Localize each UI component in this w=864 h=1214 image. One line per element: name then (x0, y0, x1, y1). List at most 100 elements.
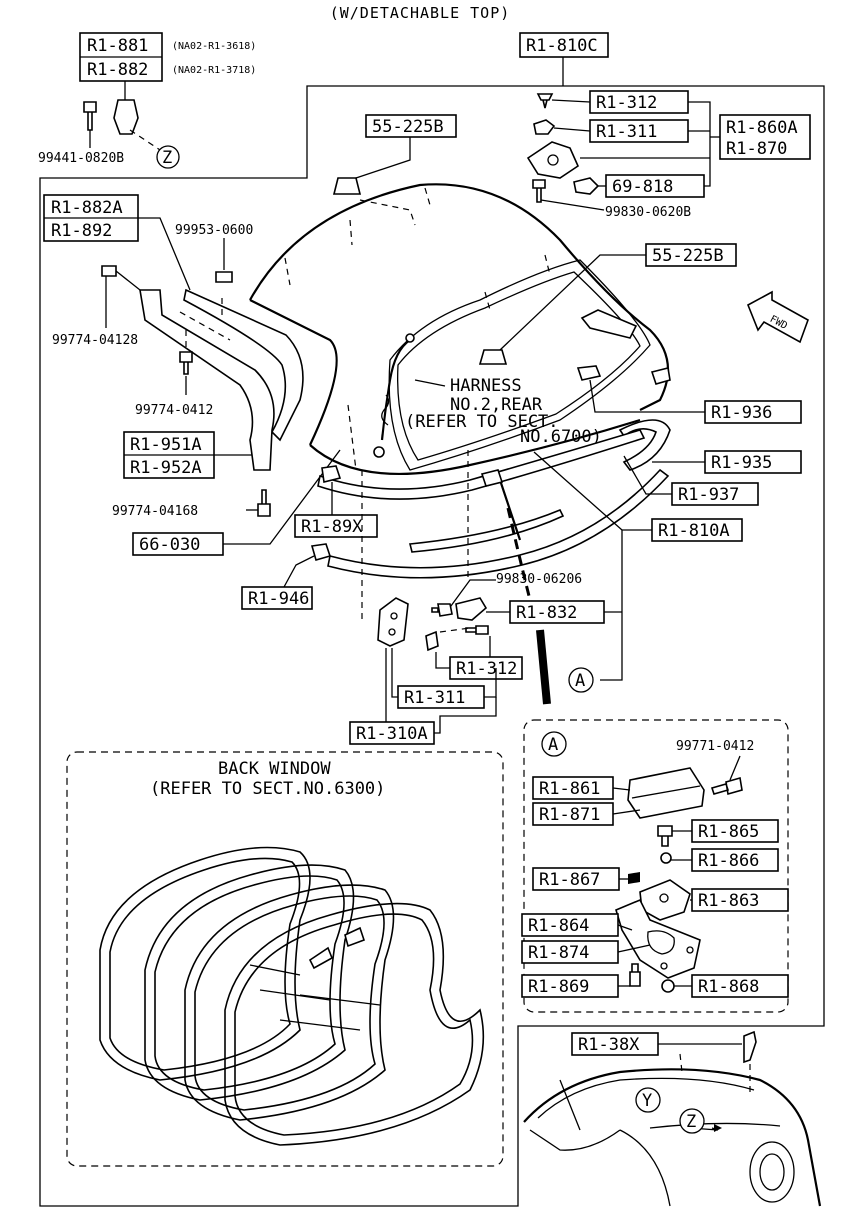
z-marker: Z (162, 148, 172, 168)
bolt-99830-mid (431, 603, 453, 617)
label-r1-881: R1-881 (87, 36, 148, 56)
inner-strip (408, 508, 565, 553)
washer-mid (425, 630, 439, 652)
screw-99774-a (101, 265, 117, 277)
washer-866 (660, 852, 672, 864)
strip-935 (618, 419, 671, 471)
top-fastener-group: R1-810C R1-312 R1-311 R1-860A R1-870 69-… (519, 32, 811, 220)
label-r1-832: R1-832 (516, 603, 577, 623)
moulding-89x (317, 429, 646, 500)
label-r1-892: R1-892 (51, 221, 112, 241)
grommet-b (478, 349, 508, 365)
label-99830-top: 99830-0620B (605, 205, 691, 220)
screw-mid (465, 625, 489, 635)
label-r1-865: R1-865 (698, 822, 759, 842)
clip-936 (576, 365, 602, 381)
a-marker-detail: A (548, 735, 558, 755)
clip-946 (310, 543, 332, 561)
side-retainer (139, 289, 275, 471)
label-r1-952a: R1-952A (130, 458, 202, 478)
label-99771: 99771-0412 (676, 739, 754, 754)
label-99830-mid: 99830-06206 (496, 572, 582, 587)
car-inset (523, 1068, 822, 1207)
label-69-818: 69-818 (612, 177, 673, 197)
a-detail-circle (541, 731, 567, 757)
a-marker: A (575, 671, 585, 691)
hardtop (249, 183, 671, 476)
z-marker-car: Z (686, 1112, 696, 1132)
latch-slot (480, 469, 504, 487)
y-marker-circle (635, 1087, 661, 1113)
bolt-865 (657, 825, 673, 847)
label-r1-312-top: R1-312 (596, 93, 657, 113)
label-55-225b-b: 55-225B (652, 246, 724, 266)
label-na02-3718: (NA02-R1-3718) (172, 65, 256, 76)
label-r1-311-top: R1-311 (596, 122, 657, 142)
label-r1-951a: R1-951A (130, 435, 202, 455)
label-r1-874: R1-874 (528, 943, 589, 963)
label-r1-870: R1-870 (726, 139, 787, 159)
nut-99953 (215, 271, 233, 283)
rear-bracket (580, 309, 638, 339)
clip-69-818 (573, 177, 600, 195)
label-r1-863: R1-863 (698, 891, 759, 911)
label-55-225b-a: 55-225B (372, 117, 444, 137)
lower-latch (377, 597, 409, 647)
back-window-line-2: (REFER TO SECT.NO.6300) (150, 779, 385, 799)
stud-869 (629, 963, 641, 987)
label-99774-b: 99774-0412 (135, 403, 213, 418)
lower-strip (327, 468, 670, 579)
label-r1-312-mid: R1-312 (456, 659, 517, 679)
label-r1-310a: R1-310A (356, 724, 428, 744)
screw-99774-b (179, 351, 193, 375)
fwd-arrow: FWD (746, 290, 809, 344)
label-99774-c: 99774-04168 (112, 504, 198, 519)
label-66-030: 66-030 (139, 535, 200, 555)
label-r1-867: R1-867 (539, 870, 600, 890)
label-r1-810a: R1-810A (658, 521, 730, 541)
label-r1-935: R1-935 (711, 453, 772, 473)
detail-a-box (523, 719, 789, 1013)
label-99953: 99953-0600 (175, 223, 253, 238)
main-frame (39, 85, 825, 1207)
back-window-seals (99, 846, 485, 1146)
bolt-99830-top (532, 179, 546, 203)
nut-311 (533, 119, 556, 135)
clip-part (113, 99, 139, 135)
grommet-a (332, 177, 362, 195)
z-marker-circle (156, 145, 180, 169)
label-r1-89x: R1-89X (301, 517, 363, 537)
back-window-box (66, 751, 504, 1167)
label-r1-861: R1-861 (539, 779, 600, 799)
label-r1-869: R1-869 (528, 977, 589, 997)
screw-99771 (710, 776, 743, 796)
bracket-plate (526, 141, 580, 179)
nut-868 (661, 979, 675, 993)
harness-line-2: NO.2,REAR (450, 395, 543, 415)
cover-861 (627, 767, 705, 819)
label-r1-871: R1-871 (539, 805, 600, 825)
label-na02-3618: (NA02-R1-3618) (172, 41, 256, 52)
z-marker-car-circle (679, 1108, 705, 1134)
harness-line-1: HARNESS (450, 376, 522, 396)
label-r1-882: R1-882 (87, 60, 148, 80)
label-r1-860a: R1-860A (726, 118, 798, 138)
diagram-title: (W/DETACHABLE TOP) (330, 4, 511, 22)
screw-99774-c (257, 489, 271, 517)
a-marker-circle (568, 667, 594, 693)
harness-wire (380, 339, 411, 441)
rear-bracket-right (650, 367, 671, 385)
bolt-99441 (83, 101, 97, 131)
label-r1-936: R1-936 (711, 403, 772, 423)
harness-line-4: NO.6700) (520, 427, 602, 447)
y-marker: Y (642, 1091, 652, 1111)
label-r1-864: R1-864 (528, 916, 589, 936)
screw-312 (536, 93, 554, 109)
pin-867 (628, 872, 640, 884)
clip-group: R1-881 R1-882 (NA02-R1-3618) (NA02-R1-37… (38, 32, 256, 169)
bolt-38x (743, 1030, 757, 1064)
clip-89x (321, 465, 342, 483)
label-r1-311-mid: R1-311 (404, 688, 465, 708)
base-864 (615, 898, 701, 979)
